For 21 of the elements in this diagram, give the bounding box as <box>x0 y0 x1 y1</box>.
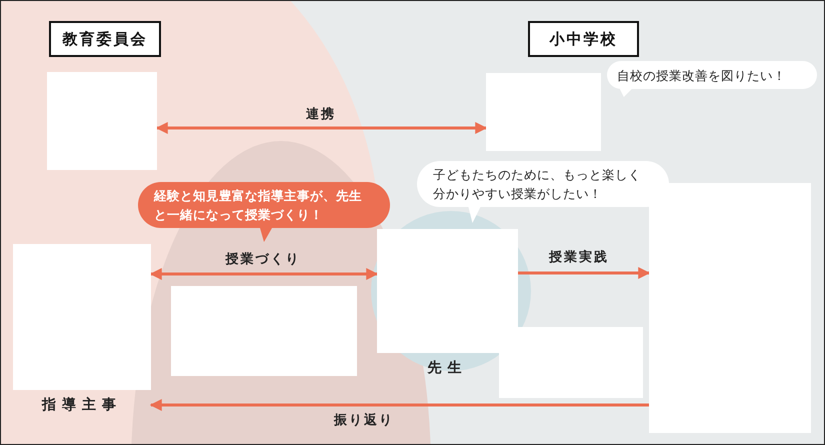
speech-bubble: 経験と知見豊富な指導主事が、先生と一緒になって授業づくり！ <box>138 182 390 242</box>
blank-panel <box>47 72 157 170</box>
arrow <box>150 268 378 280</box>
blank-panel <box>171 286 357 376</box>
edge-label: 授業実践 <box>548 248 610 266</box>
node-label: 子どもたちのために、もっと楽しく分かりやすい授業がしたい！ <box>433 167 641 201</box>
blank-panel <box>499 327 643 398</box>
node-label: 先生 <box>426 359 468 377</box>
heading-label: 教育委員会 <box>49 21 161 57</box>
blank-panel <box>486 73 601 151</box>
blank-panel <box>649 183 811 433</box>
arrow <box>150 399 649 411</box>
edge-label: 連携 <box>305 106 337 123</box>
heading-label: 小中学校 <box>528 21 639 57</box>
speech-bubble: 自校の授業改善を図りたい！ <box>607 61 817 97</box>
arrow <box>156 122 488 134</box>
edge-label: 授業づくり <box>224 251 302 268</box>
speech-bubble: 子どもたちのために、もっと楽しく分かりやすい授業がしたい！ <box>417 161 669 223</box>
node-label: 指導主事 <box>40 396 123 414</box>
edge-label: 振り返り <box>332 412 395 429</box>
arrow <box>518 267 650 279</box>
